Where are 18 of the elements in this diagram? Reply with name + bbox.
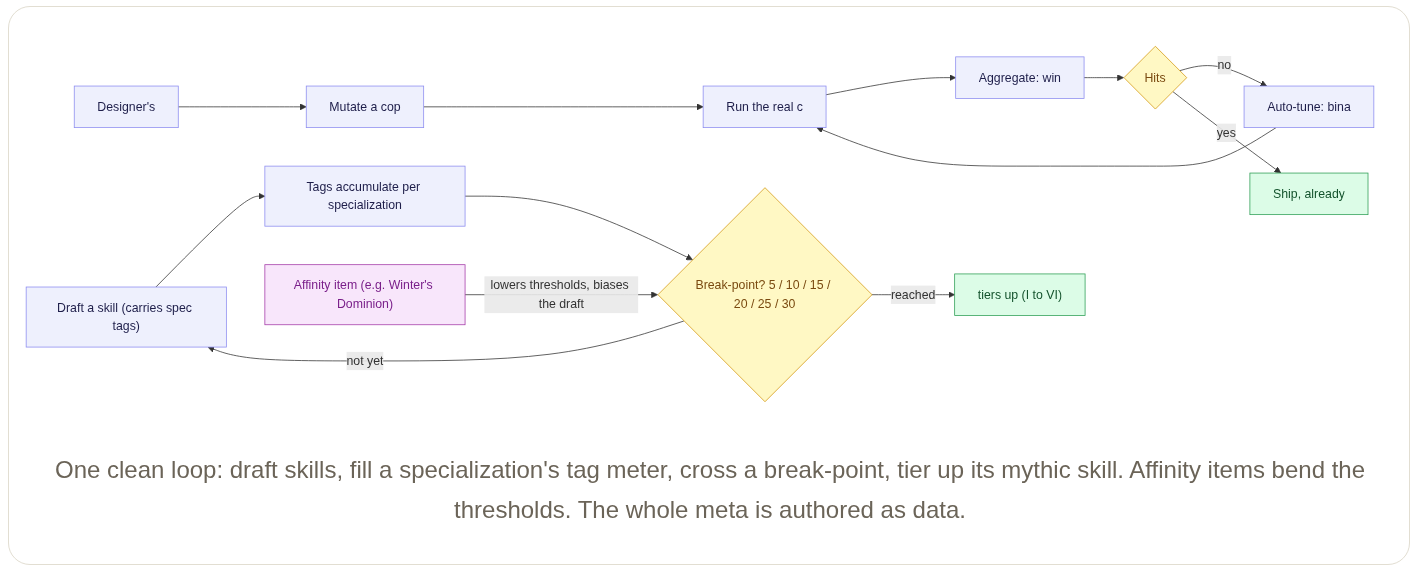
edge-label: reached bbox=[890, 287, 936, 301]
node-box: Designer's bbox=[73, 85, 179, 128]
edge-label: no bbox=[1217, 58, 1232, 72]
node-box: tiers up (I to VI) bbox=[954, 273, 1086, 316]
edge-label: lowers thresholds, biases the draft bbox=[490, 278, 629, 311]
node-box: Mutate a cop bbox=[305, 85, 425, 128]
node-box: Run the real c bbox=[702, 85, 827, 128]
node-box: Tags accumulate per specialization bbox=[264, 165, 466, 227]
node-box: Ship, already bbox=[1249, 172, 1369, 215]
edge-label: not yet bbox=[346, 354, 384, 368]
node-diamond: Hits bbox=[1123, 45, 1188, 110]
node-box: Auto-tune: bina bbox=[1243, 85, 1375, 128]
node-box: Affinity item (e.g. Winter's Dominion) bbox=[264, 264, 466, 326]
edge-label: yes bbox=[1216, 125, 1236, 139]
node-diamond: Break-point? 5 / 10 / 15 / 20 / 25 / 30 bbox=[657, 187, 873, 403]
caption: One clean loop: draft skills, fill a specialization's tag meter, cross a break-point, tier up its mythic skill. Affinity items bend the thresholds. The whole meta is authored as data. bbox=[53, 455, 1367, 525]
node-box: Aggregate: win bbox=[955, 56, 1085, 99]
node-box: Draft a skill (carries spec tags) bbox=[25, 286, 227, 348]
